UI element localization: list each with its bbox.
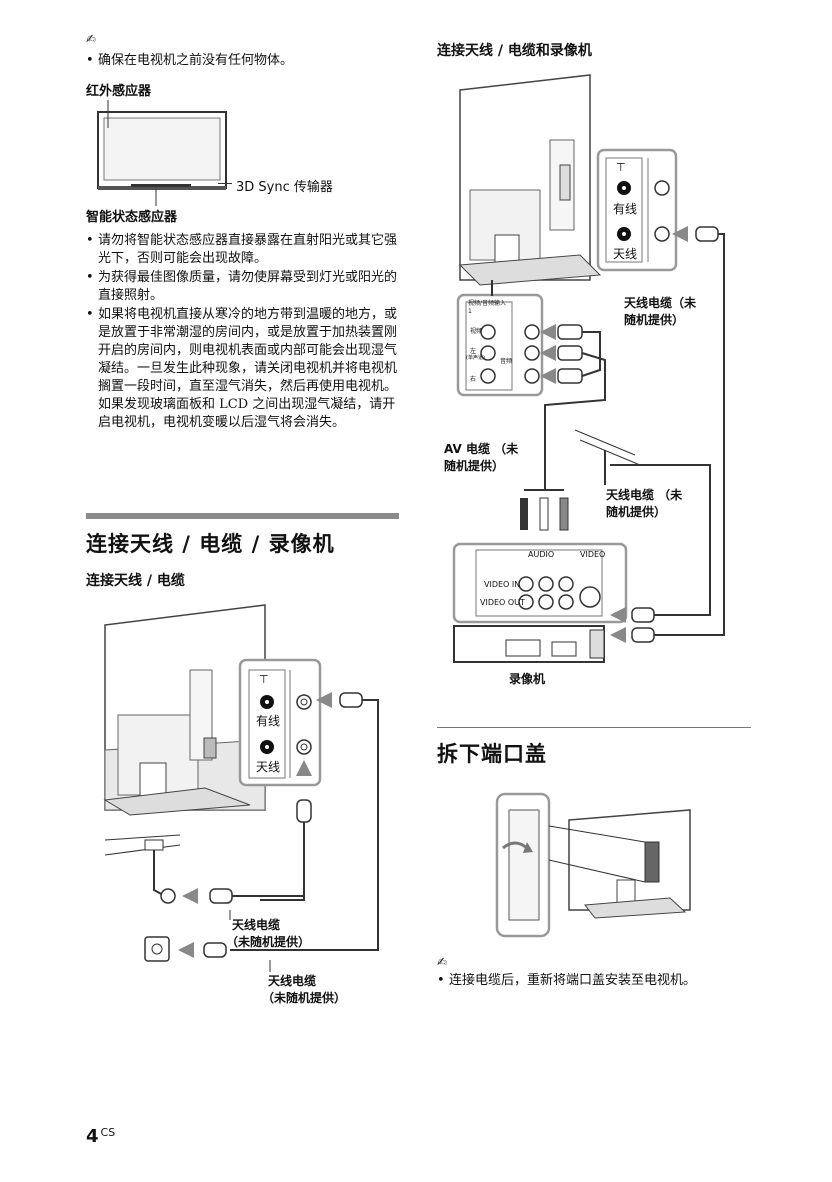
av-panel-right: 右 bbox=[470, 376, 477, 383]
note-list-bottom: 连接电缆后，重新将端口盖安装至电视机。 bbox=[437, 972, 757, 991]
port-antenna-label: 天线 bbox=[256, 760, 281, 774]
av-panel-title: 视频/音频输入 bbox=[468, 300, 507, 307]
section-title-cover: 拆下端口盖 bbox=[437, 742, 547, 766]
tv-front-diagram bbox=[97, 100, 227, 206]
subsection-title-antenna: 连接天线 / 电缆 bbox=[86, 573, 185, 589]
note-item: 确保在电视机之前没有任何物体。 bbox=[86, 52, 398, 70]
vcr-video-out-label: VIDEO OUT bbox=[480, 598, 525, 607]
antenna-cable-note-2b: （未随机提供） bbox=[262, 991, 347, 1005]
av-cable-label-b: 随机提供） bbox=[444, 459, 505, 473]
section-title-connect: 连接天线 / 电缆 / 录像机 bbox=[86, 532, 335, 556]
vcr-label: 录像机 bbox=[509, 672, 546, 686]
ant-cable2-label-a: 天线电缆 （未 bbox=[606, 488, 683, 502]
page-number-value: 4 bbox=[86, 1126, 99, 1147]
svg-text:⊤: ⊤ bbox=[616, 161, 626, 174]
antenna-cable-diagram: ⊤ bbox=[103, 604, 379, 972]
av-panel-video: 视频 bbox=[470, 328, 483, 335]
av-cable-label-a: AV 电缆 （未 bbox=[444, 442, 519, 456]
caution-item-3: 如果将电视机直接从寒冷的地方带到温暖的地方，或是放置于非常潮湿的房间内，或是放置… bbox=[86, 306, 402, 432]
antenna-cable-note-1a: 天线电缆 bbox=[232, 918, 281, 932]
caution-item-2: 为获得最佳图像质量，请勿使屏幕受到灯光或阳光的直接照射。 bbox=[86, 269, 402, 305]
sync-transmitter-label: 3D Sync 传输器 bbox=[236, 180, 333, 195]
ir-sensor-label: 红外感应器 bbox=[86, 84, 152, 99]
port-cover-diagram bbox=[495, 792, 691, 938]
antenna-cable-note-2a: 天线电缆 bbox=[268, 974, 317, 988]
av-panel-left: 左 bbox=[470, 348, 477, 355]
vcr-video-in-label: VIDEO IN bbox=[484, 580, 521, 589]
av-panel-number: 1 bbox=[468, 308, 472, 315]
antenna-vcr-diagram: ⊤ bbox=[452, 74, 725, 663]
subsection-title-vcr: 连接天线 / 电缆和录像机 bbox=[437, 43, 592, 59]
antenna-cable-note-1b: （未随机提供） bbox=[226, 935, 311, 949]
vcr-audio-label: AUDIO bbox=[528, 550, 555, 559]
ant-cable-label-b: 随机提供） bbox=[624, 313, 685, 327]
note-pencil-icon-2: ✍ bbox=[437, 955, 448, 969]
caution-list: 请勿将智能状态感应器直接暴露在直射阳光或其它强光下，否则可能会出现故障。 为获得… bbox=[86, 232, 402, 433]
note-list-top: 确保在电视机之前没有任何物体。 bbox=[86, 52, 398, 71]
vcr-video-label: VIDEO bbox=[580, 550, 606, 559]
svg-text:⊤: ⊤ bbox=[259, 673, 269, 686]
vcr-port-cable-label: 有线 bbox=[613, 202, 638, 216]
ant-cable2-label-b: 随机提供） bbox=[606, 505, 667, 519]
av-panel-audio: 音频 bbox=[500, 358, 513, 365]
ant-cable-label-a: 天线电缆（未 bbox=[624, 296, 697, 310]
caution-item-1: 请勿将智能状态感应器直接暴露在直射阳光或其它强光下，否则可能会出现故障。 bbox=[86, 232, 402, 268]
note-pencil-icon: ✍ bbox=[86, 32, 97, 46]
note-item-2: 连接电缆后，重新将端口盖安装至电视机。 bbox=[437, 972, 757, 990]
page-number-suffix: CS bbox=[100, 1126, 116, 1139]
smart-sensor-label: 智能状态感应器 bbox=[86, 210, 178, 225]
port-cable-label: 有线 bbox=[256, 714, 281, 728]
vcr-port-antenna-label: 天线 bbox=[613, 247, 638, 261]
section-divider bbox=[86, 513, 399, 519]
av-panel-left-sub: (单声道) bbox=[466, 355, 485, 361]
section-rule bbox=[437, 727, 751, 728]
